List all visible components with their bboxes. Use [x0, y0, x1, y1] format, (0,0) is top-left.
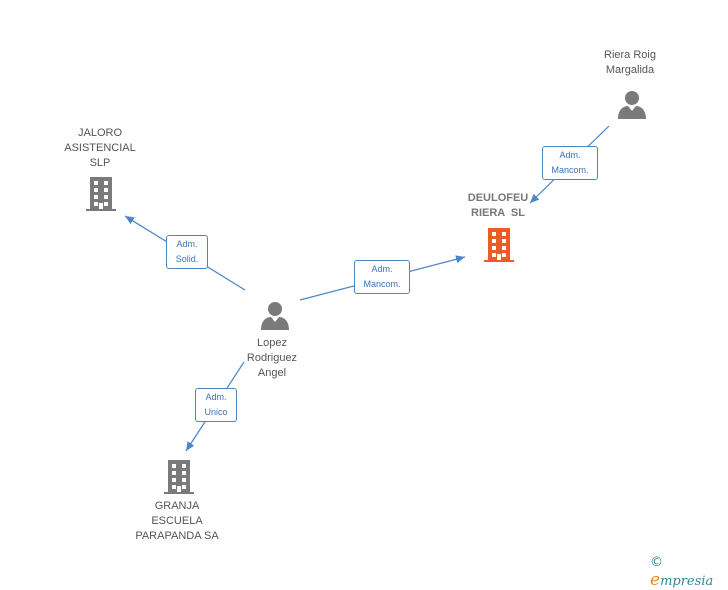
node-label-jaloro[interactable]: JALORO ASISTENCIAL SLP [64, 127, 136, 169]
node-label-granja[interactable]: GRANJA ESCUELA PARAPANDA SA [135, 500, 219, 542]
copyright-symbol: © [650, 555, 663, 570]
building-icon-jaloro[interactable] [86, 177, 116, 211]
person-icon-lopez[interactable] [261, 302, 289, 330]
brand-initial: e [650, 570, 661, 590]
building-icon-granja[interactable] [164, 460, 194, 494]
node-label-lopez[interactable]: Lopez Rodriguez Angel [246, 337, 298, 379]
edge-label-lopez-to-jaloro[interactable]: Adm. Solid. [166, 235, 208, 269]
edge-label-lopez-to-deulofeu[interactable]: Adm. Mancom. [354, 260, 410, 294]
empresia-logo: © empresia [650, 554, 728, 590]
person-icon-riera-roig[interactable] [618, 91, 646, 119]
node-label-riera-roig[interactable]: Riera Roig Margalida [604, 49, 656, 76]
building-icon-deulofeu[interactable] [484, 228, 514, 262]
brand-name: mpresia [660, 574, 714, 589]
edge-label-lopez-to-granja[interactable]: Adm. Unico [195, 388, 237, 422]
edge-label-riera-to-deulofeu[interactable]: Adm. Mancom. [542, 146, 598, 180]
node-label-deulofeu[interactable]: DEULOFEU RIERA SL [467, 192, 529, 219]
